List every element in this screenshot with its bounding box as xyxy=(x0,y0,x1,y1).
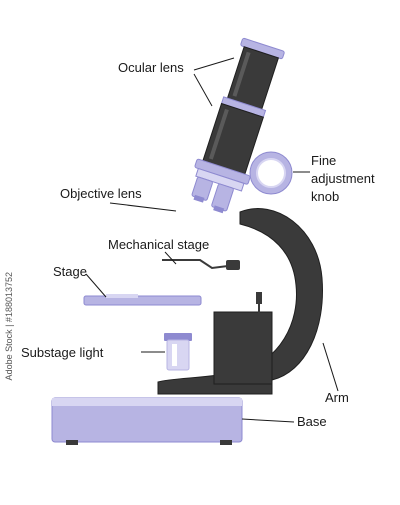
leader-objective xyxy=(109,202,177,212)
watermark-text: Adobe Stock | #188013752 xyxy=(4,271,14,380)
label-ocular-lens: Ocular lens xyxy=(118,60,184,75)
label-substage-light: Substage light xyxy=(21,345,104,360)
leader-mechanical xyxy=(164,251,177,265)
label-base: Base xyxy=(297,414,327,429)
leader-stage xyxy=(85,273,107,298)
label-stage: Stage xyxy=(53,264,87,279)
label-fine-3: knob xyxy=(311,189,339,204)
label-mechanical-stage: Mechanical stage xyxy=(108,237,209,252)
label-fine-2: adjustment xyxy=(311,171,375,186)
label-arm: Arm xyxy=(325,390,349,405)
labels: Ocular lens Fine adjustment knob Objecti… xyxy=(21,60,375,429)
leader-lines xyxy=(85,57,339,423)
base xyxy=(51,397,243,445)
leader-arm xyxy=(322,342,339,392)
microscope-tube xyxy=(191,37,285,214)
mechanical-stage xyxy=(162,259,240,270)
arm xyxy=(157,208,323,395)
watermark-strip: Adobe Stock | #188013752 xyxy=(4,0,16,500)
stage-platform xyxy=(83,294,202,306)
fine-adjustment-knob xyxy=(249,151,293,195)
leader-base xyxy=(241,418,295,423)
leader-ocular-2 xyxy=(193,73,213,107)
label-fine-1: Fine xyxy=(311,153,336,168)
leader-ocular-1 xyxy=(193,57,235,71)
label-objective-lens: Objective lens xyxy=(60,186,142,201)
substage-light xyxy=(164,333,192,371)
